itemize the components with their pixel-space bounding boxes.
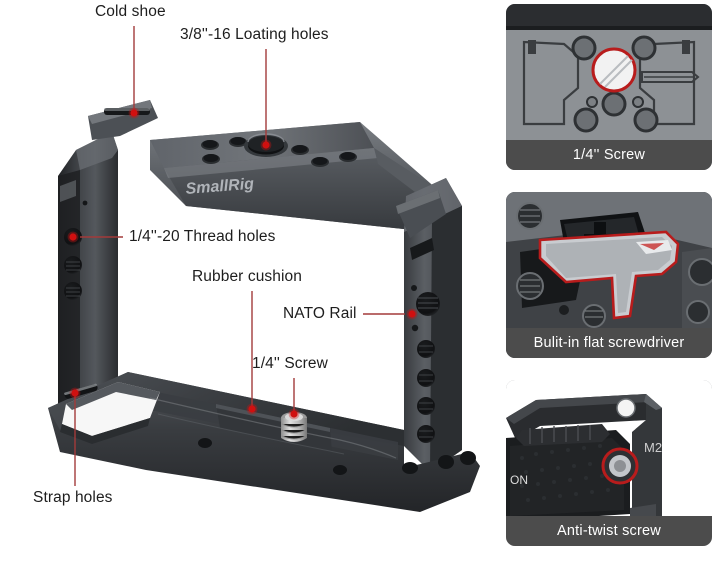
svg-text:M2: M2 <box>644 440 662 455</box>
feature-panel-anti-twist-screw[interactable]: M2 <box>506 380 712 546</box>
quarter-inch-screw-post <box>281 412 307 442</box>
svg-text:ON: ON <box>510 473 528 487</box>
callout-label-quarter-screw: 1/4'' Screw <box>252 355 328 372</box>
camera-cage-illustration: SmallRig <box>48 100 480 512</box>
callout-label-thread-holes: 1/4''-20 Thread holes <box>129 228 276 245</box>
feature-panel-column: 1/4'' Screw <box>498 0 720 567</box>
callout-label-cold-shoe: Cold shoe <box>95 3 166 20</box>
callout-label-strap-holes: Strap holes <box>33 489 113 506</box>
feature-panel-flat-screwdriver[interactable]: Bulit-in flat screwdriver <box>506 192 712 358</box>
callout-label-nato-rail: NATO Rail <box>283 305 357 322</box>
main-product-illustration: SmallRig <box>33 3 480 512</box>
smallrig-logo-text: SmallRig <box>185 176 255 198</box>
panel-caption-anti-twist-screw: Anti-twist screw <box>506 516 712 546</box>
callout-label-rubber-cushion: Rubber cushion <box>192 268 302 285</box>
feature-panel-quarter-screw[interactable]: 1/4'' Screw <box>506 4 712 170</box>
callout-label-locating-holes: 3/8''-16 Loating holes <box>180 26 329 43</box>
cage-base-plate <box>48 372 480 512</box>
cage-left-rail <box>58 100 158 430</box>
panel-caption-quarter-screw: 1/4'' Screw <box>506 140 712 170</box>
cage-right-rail-nato <box>396 178 462 472</box>
cage-top-plate: SmallRig <box>150 122 438 232</box>
panel-caption-flat-screwdriver: Bulit-in flat screwdriver <box>506 328 712 358</box>
